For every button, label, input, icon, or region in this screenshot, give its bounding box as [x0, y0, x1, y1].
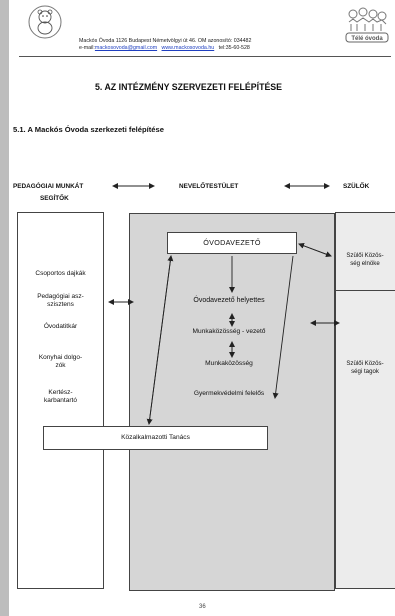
- arrow-principal-to-child-protection: [272, 255, 294, 399]
- work-group-leader-label: Munkaközösség - vezető: [192, 328, 266, 335]
- arrow-council-to-principal: [148, 255, 174, 425]
- label-pedagogical-helpers: PEDAGÓGIAI MUNKÁT: [13, 183, 84, 190]
- principal-box: ÓVODAVEZETŐ: [167, 232, 297, 254]
- staff-council-box: Közalkalmazotti Tanács: [43, 426, 268, 450]
- header-divider: [19, 56, 391, 57]
- section-title: 5. AZ INTÉZMÉNY SZERVEZETI FELÉPÍTÉSE: [95, 82, 283, 92]
- deputy-principal-label: Óvodavezető helyettes: [193, 297, 265, 304]
- kindergarten-logo-icon: Télé óvoda: [343, 6, 391, 44]
- email-link[interactable]: mackosovoda@gmail.com: [94, 45, 158, 51]
- label-parents: SZÜLŐK: [343, 183, 370, 190]
- helpers-box: [17, 212, 104, 589]
- school-secretary-label: Óvodatitkár: [43, 323, 78, 330]
- label-teaching-staff: NEVELŐTESTÜLET: [179, 183, 239, 190]
- website-link[interactable]: www.mackosovoda.hu: [161, 45, 215, 51]
- page-number: 36: [199, 604, 206, 610]
- subsection-title: 5.1. A Mackós Óvoda szerkezeti felépítés…: [13, 125, 164, 134]
- parents-box-divider: [335, 290, 395, 291]
- diagram-arrows: [108, 183, 340, 425]
- label-pedagogical-helpers-line2: SEGÍTŐK: [40, 195, 69, 202]
- parents-members-label: Szülői Közös- ségi tagok: [346, 360, 384, 375]
- parents-box: [335, 212, 395, 589]
- kitchen-staff-label: Konyhai dolgo- zók: [38, 354, 83, 370]
- arrow-parents-chair-to-principal: [298, 242, 332, 257]
- group-nannies-label: Csoportos dajkák: [35, 270, 86, 277]
- phone-number: tel:35-60-528: [218, 45, 250, 51]
- teaching-assistant-label: Pedagógiai asz- szisztens: [37, 293, 84, 309]
- child-protection-officer-label: Gyermekvédelmi felelős: [193, 390, 265, 397]
- logo-text: Télé óvoda: [351, 36, 383, 42]
- work-group-label: Munkaközösség: [205, 360, 253, 367]
- gardener-caretaker-label: Kertész- karbantartó: [44, 389, 77, 405]
- document-page: Télé óvoda Mackós Óvoda 1126 Budapest Né…: [9, 0, 395, 616]
- email-label: e-mail:: [79, 45, 95, 51]
- header-address: Mackós Óvoda 1126 Budapest Németvölgyi ú…: [79, 38, 252, 44]
- header-contact: e-mail:mackosovoda@gmail.com www.mackoso…: [79, 45, 250, 51]
- parents-chair-label: Szülői Közös- ség elnöke: [346, 252, 384, 267]
- bear-logo-icon: [28, 5, 62, 39]
